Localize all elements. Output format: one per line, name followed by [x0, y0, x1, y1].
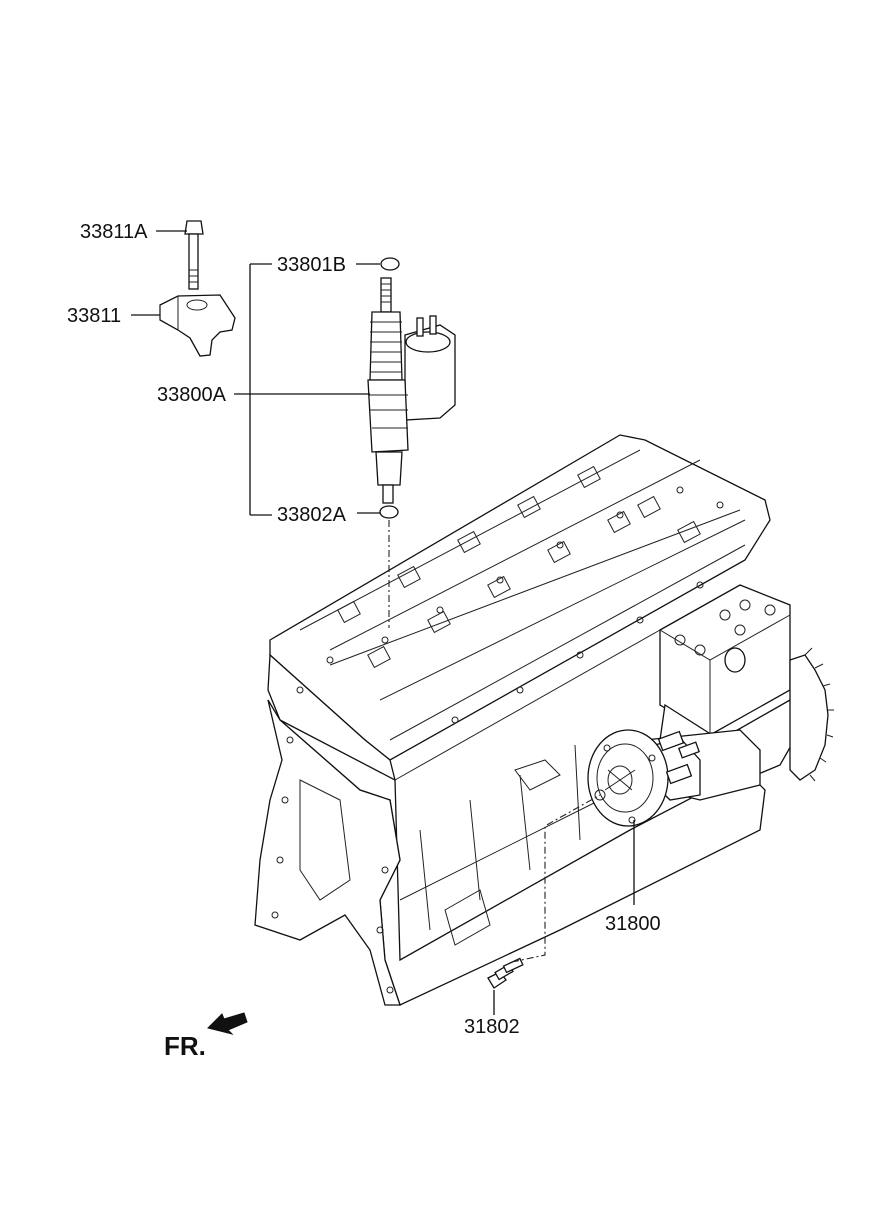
label-33802A: 33802A [277, 504, 347, 526]
label-31800: 31800 [605, 913, 661, 935]
fuel-pump [587, 729, 761, 827]
front-direction-arrow-icon [207, 1012, 248, 1035]
label-31802: 31802 [464, 1016, 520, 1038]
leader-lines [131, 230, 635, 1015]
label-33800A: 33800A [157, 384, 227, 406]
clamp-bolt [184, 220, 204, 290]
injector-clamp [159, 294, 236, 357]
front-direction-label: FR. [164, 1031, 206, 1061]
pump-bolt [487, 957, 524, 989]
o-ring-upper [380, 257, 400, 271]
engine-block [254, 434, 771, 1006]
label-33811A: 33811A [80, 221, 148, 243]
label-33811: 33811 [67, 305, 121, 327]
o-ring-lower [379, 505, 399, 519]
label-33801B: 33801B [277, 254, 346, 276]
injector-assembly [367, 277, 456, 504]
